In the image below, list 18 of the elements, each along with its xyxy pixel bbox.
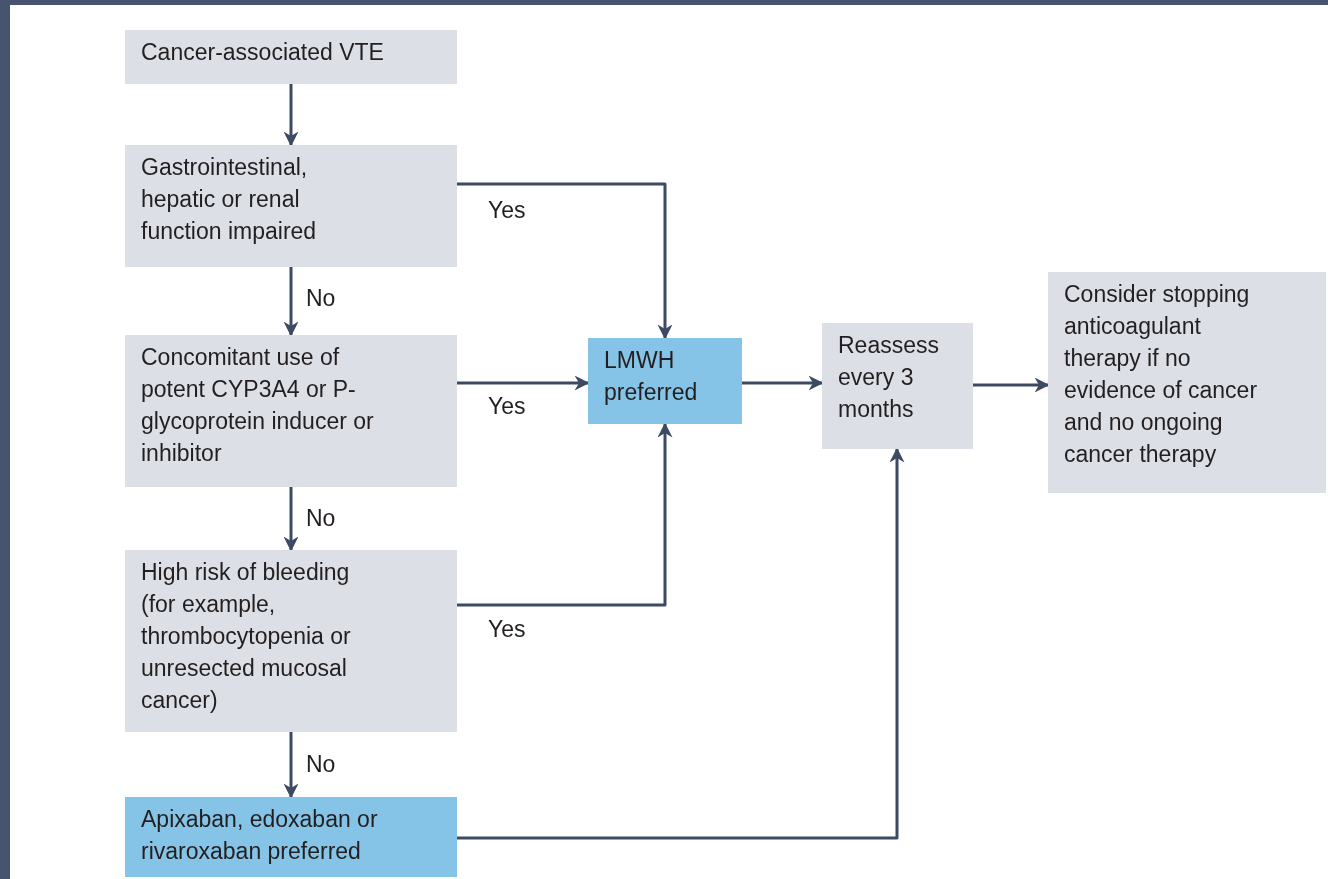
arrow <box>283 487 299 552</box>
process-box: Reassess every 3 months <box>822 323 973 449</box>
arrow <box>457 422 673 607</box>
arrow <box>457 182 673 340</box>
process-box: LMWH preferred <box>588 338 742 424</box>
arrow <box>283 732 299 799</box>
arrow <box>283 84 299 147</box>
process-box: Gastrointestinal, hepatic or renal function impaired <box>125 145 457 267</box>
process-box: Apixaban, edoxaban or rivaroxaban preferred <box>125 797 457 877</box>
process-box: Concomitant use of potent CYP3A4 or P-glycoprotein inducer or inhibitor <box>125 335 457 487</box>
process-box: Consider stopping anticoagulant therapy if no evidence of cancer and no ongoing cancer therapy <box>1048 272 1326 493</box>
process-box: High risk of bleeding (for example, thrombocytopenia or unresected mucosal cancer) <box>125 550 457 732</box>
process-box: Cancer-associated VTE <box>125 30 457 84</box>
arrow <box>973 377 1050 393</box>
arrow <box>742 375 824 391</box>
arrow <box>457 447 905 840</box>
arrow <box>457 375 590 391</box>
arrow <box>283 267 299 337</box>
